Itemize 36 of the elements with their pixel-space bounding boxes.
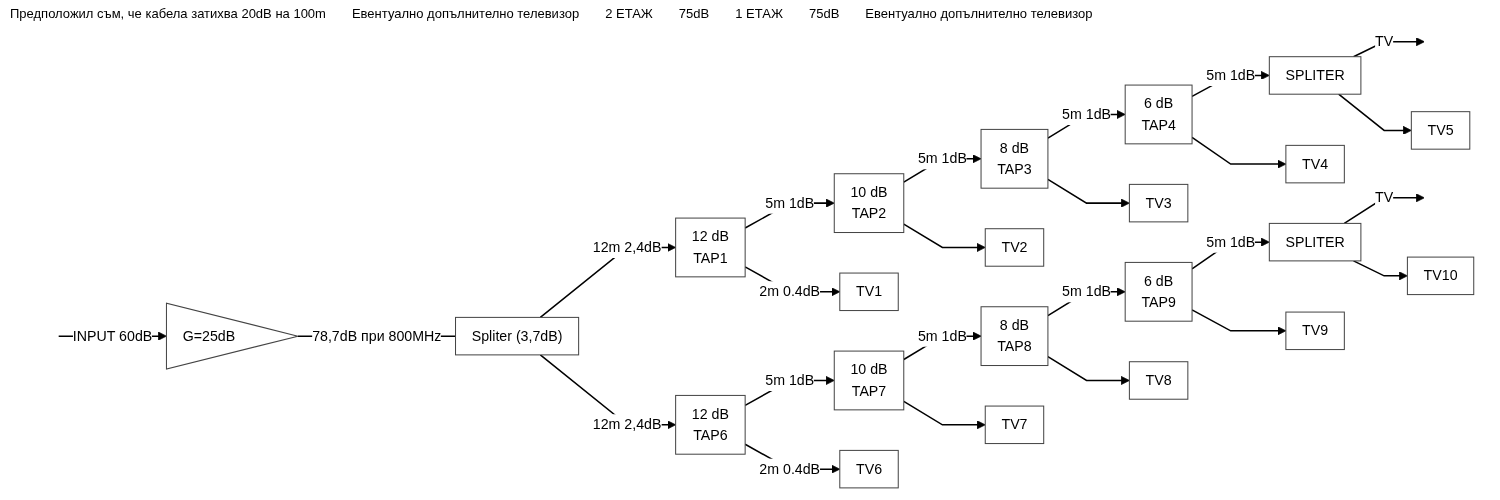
- floor-label: 2 ЕТАЖ: [605, 6, 653, 22]
- arrow: [1047, 178, 1130, 208]
- tap-box: 8 dB TAP3: [980, 128, 1049, 189]
- note-text: Евентуално допълнително телевизор: [865, 6, 1093, 22]
- note-text: Предположил съм, че кабела затихва 20dB на 100m: [10, 6, 326, 22]
- tv-box: TV9: [1285, 311, 1345, 350]
- tv-box: TV8: [1128, 360, 1189, 400]
- arrow: [1337, 92, 1412, 135]
- tap-box: 6 dB TAP9: [1124, 261, 1193, 322]
- tv-box: TV5: [1410, 110, 1471, 150]
- amplifier-triangle: G=25dB: [165, 302, 299, 370]
- tv-box: TV2: [984, 227, 1045, 267]
- arrow: [1343, 192, 1425, 224]
- arrow: [1047, 355, 1130, 385]
- splitter-box: SPLITER: [1268, 222, 1362, 261]
- floor-label: 1 ЕТАЖ: [735, 6, 783, 22]
- splitter-box: SPLITER: [1268, 55, 1362, 95]
- level-label: 75dB: [678, 6, 710, 22]
- tap-box: 12 dB TAP1: [675, 217, 746, 277]
- tap-box: 8 dB TAP8: [980, 305, 1049, 366]
- tv-box: TV10: [1406, 256, 1475, 295]
- tv-box: TV6: [839, 449, 899, 488]
- arrow: [1352, 259, 1408, 280]
- arrow: [903, 400, 986, 429]
- note-text: Евентуално допълнително телевизор: [351, 6, 580, 22]
- arrow: [903, 222, 986, 252]
- splitter-box: Spliter (3,7dB): [455, 316, 580, 355]
- tv-box: TV7: [984, 405, 1045, 444]
- tap-box: 10 dB TAP2: [833, 172, 905, 233]
- tap-box: 6 dB TAP4: [1124, 84, 1193, 144]
- tv-box: TV3: [1128, 183, 1189, 222]
- tv-box: TV4: [1285, 144, 1345, 183]
- level-label: 75dB: [808, 6, 840, 22]
- tv-box: TV1: [839, 272, 899, 311]
- tap-box: 12 dB TAP6: [675, 394, 746, 455]
- tap-box: 10 dB TAP7: [833, 350, 905, 410]
